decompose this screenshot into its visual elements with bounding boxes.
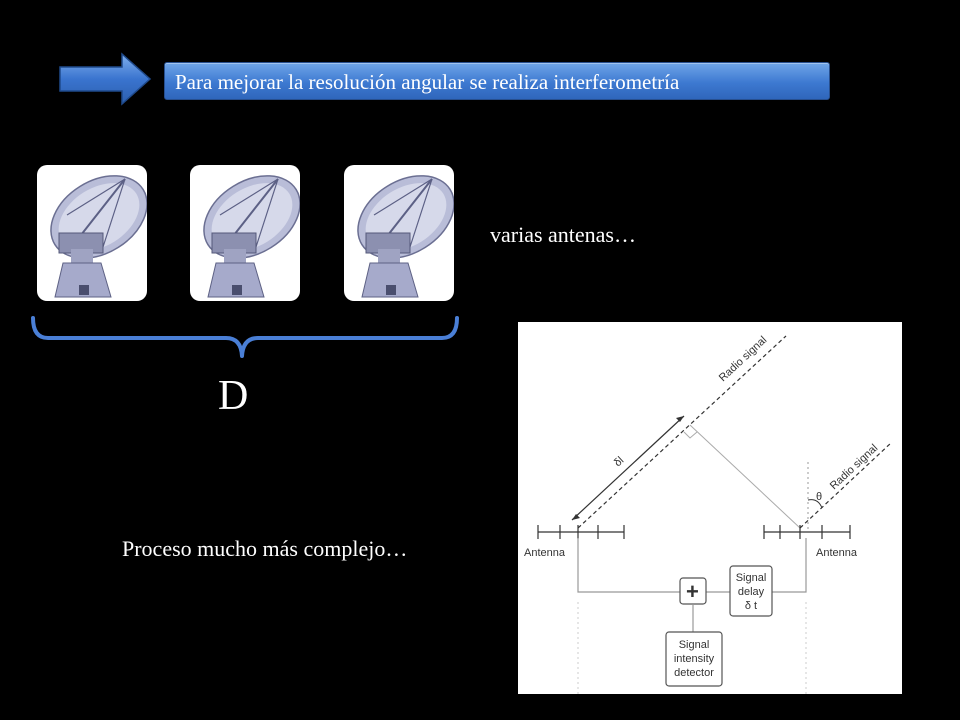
baseline-label: D	[218, 373, 249, 419]
detector-label-3: detector	[674, 667, 714, 679]
antenna-left-label: Antenna	[524, 547, 566, 559]
delay-label-2: delay	[738, 586, 765, 598]
curly-brace-icon	[30, 316, 462, 362]
radio-dish-icon	[50, 175, 147, 298]
theta-label: θ	[816, 491, 822, 503]
radio-dish-icon	[357, 175, 454, 298]
antennas-caption: varias antenas…	[490, 222, 636, 247]
delay-label-1: Signal	[736, 572, 767, 584]
antenna-right-label: Antenna	[816, 547, 858, 559]
antenna-image-1	[37, 165, 147, 301]
antenna-image-2	[190, 165, 300, 301]
radio-signal-label-2: Radio signal	[828, 442, 880, 492]
banner: Para mejorar la resolución angular se re…	[164, 62, 830, 100]
complex-caption: Proceso mucho más complejo…	[122, 536, 408, 561]
right-arrow-icon	[58, 52, 152, 106]
delay-label-3: δ t	[745, 600, 757, 612]
detector-label-2: intensity	[674, 653, 715, 665]
plus-symbol: +	[686, 579, 699, 604]
antenna-image-3	[344, 165, 454, 301]
delta-l-label: δl	[612, 455, 626, 470]
detector-label-1: Signal	[679, 639, 710, 651]
radio-signal-label-1: Radio signal	[717, 334, 769, 384]
banner-text: Para mejorar la resolución angular se re…	[175, 70, 680, 94]
radio-dish-icon	[203, 175, 300, 298]
interferometer-diagram: Radio signal Radio signal δl θ Antenna A…	[518, 322, 902, 694]
